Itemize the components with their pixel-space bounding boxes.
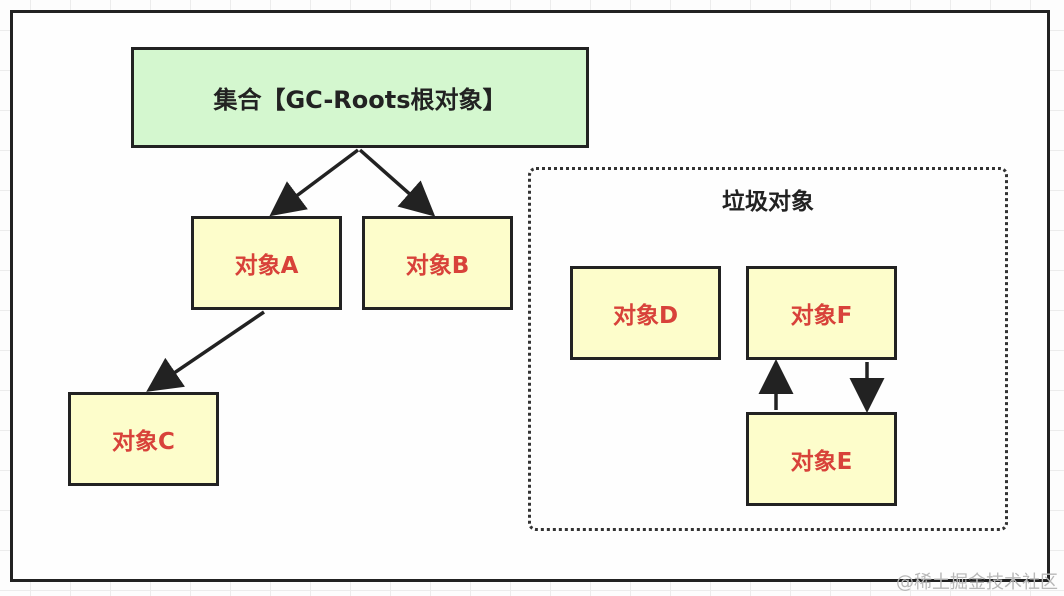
object-b-node: 对象B <box>362 216 513 310</box>
object-d-node: 对象D <box>570 266 721 360</box>
gc-roots-node: 集合【GC-Roots根对象】 <box>131 47 589 148</box>
object-a-node: 对象A <box>191 216 342 310</box>
object-f-node: 对象F <box>746 266 897 360</box>
object-c-node: 对象C <box>68 392 219 486</box>
garbage-objects-group <box>528 167 1008 531</box>
watermark: @稀土掘金技术社区 <box>896 572 1058 593</box>
garbage-objects-title: 垃圾对象 <box>722 189 814 215</box>
object-e-node: 对象E <box>746 412 897 506</box>
